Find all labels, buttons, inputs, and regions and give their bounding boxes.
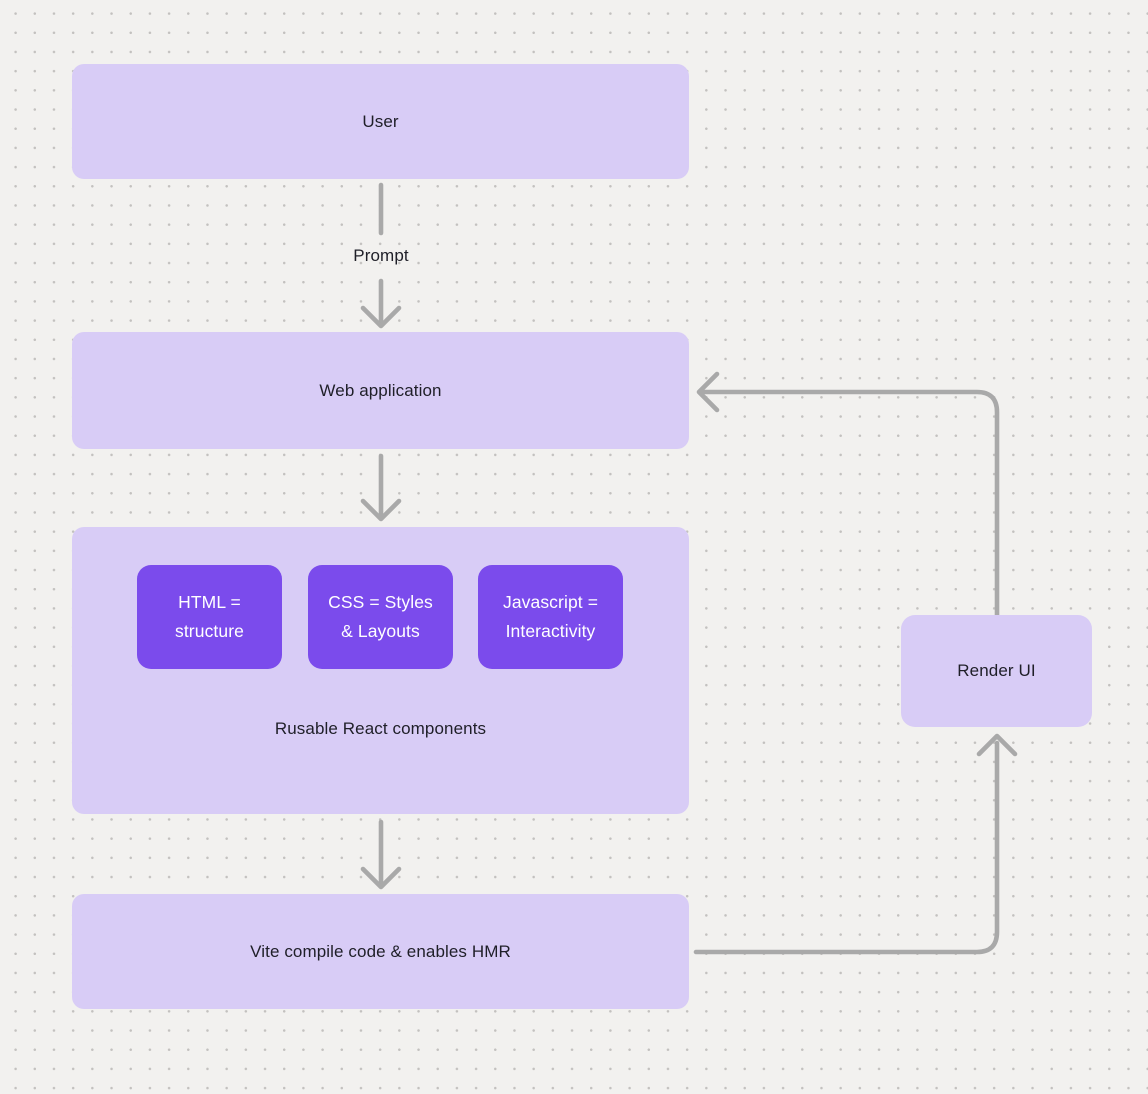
arrowhead-left-webapp bbox=[696, 371, 720, 413]
edge-vite-render-line bbox=[693, 740, 1000, 955]
node-render-ui-label: Render UI bbox=[957, 661, 1036, 680]
node-vite-label: Vite compile code & enables HMR bbox=[250, 941, 511, 961]
node-components-group-label: Rusable React components bbox=[274, 719, 487, 738]
node-components-group[interactable]: HTML = structure CSS = Styles & Layouts … bbox=[72, 527, 689, 814]
arrowhead-down-group bbox=[360, 498, 402, 522]
node-web-application[interactable]: Web application bbox=[72, 332, 689, 449]
node-user-label: User bbox=[362, 111, 399, 131]
chip-html[interactable]: HTML = structure bbox=[137, 565, 282, 669]
chip-javascript[interactable]: Javascript = Interactivity bbox=[478, 565, 623, 669]
node-web-application-label: Web application bbox=[319, 380, 442, 400]
chip-css-label: CSS = Styles & Layouts bbox=[328, 592, 433, 641]
node-render-ui[interactable]: Render UI bbox=[901, 615, 1092, 727]
edge-label-prompt: Prompt bbox=[353, 246, 409, 265]
chip-html-label: HTML = structure bbox=[175, 592, 244, 641]
node-vite[interactable]: Vite compile code & enables HMR bbox=[72, 894, 689, 1009]
arrowhead-up-render bbox=[976, 733, 1018, 757]
chip-css[interactable]: CSS = Styles & Layouts bbox=[308, 565, 453, 669]
chip-javascript-label: Javascript = Interactivity bbox=[502, 592, 599, 641]
node-user[interactable]: User bbox=[72, 64, 689, 179]
arrowhead-down-webapp bbox=[360, 305, 402, 329]
edge-render-webapp-line bbox=[699, 389, 1000, 618]
arrowhead-down-vite bbox=[360, 866, 402, 890]
